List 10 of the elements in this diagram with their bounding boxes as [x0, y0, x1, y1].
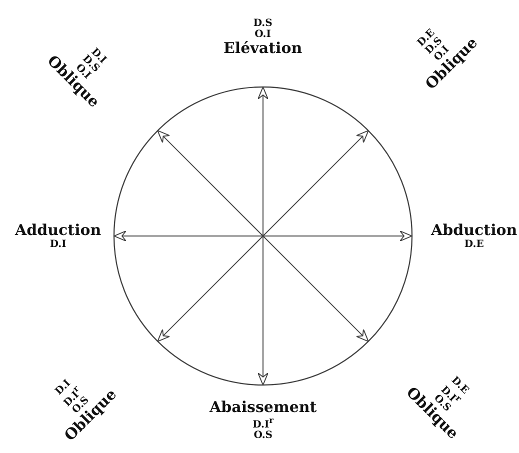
direction-label: Elévation	[224, 40, 302, 56]
direction-label: Abduction	[431, 222, 518, 238]
muscle-abbreviation: D.E	[464, 238, 484, 250]
muscle-abbreviation: D.I$^{r}$	[252, 416, 274, 430]
muscle-abbreviation: D.I	[50, 238, 66, 250]
muscle-abbreviation: D.S	[253, 18, 272, 28]
direction-label: Adduction	[15, 222, 102, 238]
muscle-abbreviation: O.S	[254, 430, 273, 441]
muscle-abbreviation: O.I	[254, 28, 271, 40]
direction-label: Abaissement	[210, 399, 317, 416]
